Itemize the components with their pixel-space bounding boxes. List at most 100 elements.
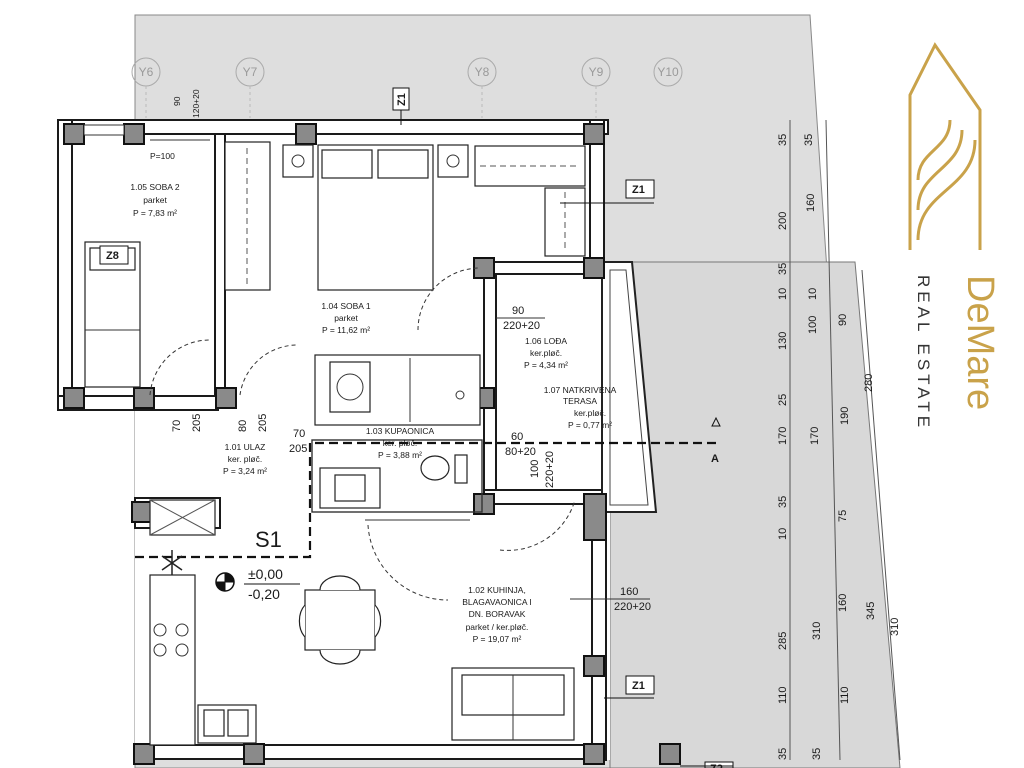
stair-tag-s1: S1 [255,527,282,552]
opening-1-height: 120+20 [191,89,201,118]
vent-icon [161,550,183,575]
room-102-floor: parket / ker.pløč. [466,622,529,632]
svg-text:90: 90 [837,314,849,326]
opening-3-height: 80+20 [505,446,536,458]
opening-2-height: 220+20 [503,320,540,332]
section-cut: A [135,416,721,559]
opening-3-width: 60 [511,431,523,443]
svg-text:35: 35 [777,748,789,760]
opening-4-width: 100 [529,460,541,478]
columns [63,123,681,765]
room-102-name: 1.02 KUHINJA, [468,585,526,595]
door-swings [149,267,576,601]
room-101-floor: ker. pløč. [228,454,262,464]
room-104-name: 1.04 SOBA 1 [321,301,370,311]
tags: Z1 Z1 Z8 Z1 Z2 S1 [99,87,734,768]
opening-4-height: 220+20 [544,451,556,488]
svg-text:160: 160 [805,194,817,212]
brand-subtitle: REAL ESTATE [914,275,933,431]
door-1-width: 70 [171,420,183,432]
wardrobes [224,141,586,291]
svg-text:200: 200 [777,212,789,230]
room-106-area: P = 4,34 m² [524,360,568,370]
opening-5-width: 160 [620,586,638,598]
door-2-height: 205 [257,414,269,432]
opening-labels: 90 120+20 P=100 90 220+20 60 80+20 100 2… [150,89,651,613]
svg-text:310: 310 [889,618,901,636]
opening-1-width: 90 [172,96,182,106]
kitchen-counter [149,499,257,746]
door-2-width: 80 [237,420,249,432]
double-bed [282,144,469,291]
svg-text:10: 10 [777,288,789,300]
brand-logo: DeMare REAL ESTATE [908,42,1001,431]
svg-text:100: 100 [807,316,819,334]
room-labels: 1.05 SOBA 2 parket P = 7,83 m² 1.04 SOBA… [130,182,616,644]
room-105-floor: parket [143,195,167,205]
svg-text:130: 130 [777,332,789,350]
svg-text:35: 35 [811,748,823,760]
axis-y8: Y8 [475,65,490,79]
room-104-floor: parket [334,313,358,323]
dimension-chain-2: 35 160 10 100 90 170 190 75 160 310 110 … [803,119,851,761]
level-bottom: -0,20 [248,586,280,602]
bathroom-fixtures [311,354,483,513]
room-105-area: P = 7,83 m² [133,208,177,218]
axis-y10: Y10 [657,65,679,79]
svg-text:310: 310 [811,622,823,640]
room-107-name: 1.07 NATKRIVENA [544,385,617,395]
room-106-floor: ker.pløč. [530,348,562,358]
svg-text:190: 190 [839,407,851,425]
sill-height: P=100 [150,151,175,161]
svg-text:10: 10 [807,288,819,300]
door-3-width: 70 [293,428,305,440]
svg-text:110: 110 [777,686,789,704]
room-107-area: P = 0,77 m² [568,420,612,430]
svg-text:35: 35 [803,134,815,146]
room-103-area: P = 3,88 m² [378,450,422,460]
svg-text:285: 285 [777,632,789,650]
room-102-name-3: DN. BORAVAK [469,609,526,619]
opening-2-width: 90 [512,305,524,317]
room-102-name-2: BLAGAVAONICA I [462,597,532,607]
level-top: ±0,00 [248,566,283,582]
opening-5-height: 220+20 [614,601,651,613]
room-107-name-2: TERASA [563,396,597,406]
brand-name: DeMare [959,275,1001,410]
axis-y6: Y6 [139,65,154,79]
axis-y7: Y7 [243,65,258,79]
svg-text:10: 10 [777,528,789,540]
room-103-floor: ker. pløč. [383,438,417,448]
room-103-name: 1.03 KUPAONICA [366,426,435,436]
room-101-area: P = 3,24 m² [223,466,267,476]
room-104-area: P = 11,62 m² [322,325,370,335]
axis-y9: Y9 [589,65,604,79]
svg-text:75: 75 [837,510,849,522]
room-107-floor: ker.pløč. [574,408,606,418]
level-marker: ±0,00 -0,20 [215,566,300,602]
window-room-2 [83,124,125,136]
svg-text:280: 280 [863,374,875,392]
tag-z1-right-bottom: Z1 [632,680,645,692]
svg-text:170: 170 [809,427,821,445]
room-105-name: 1.05 SOBA 2 [130,182,179,192]
dimension-chain-3: 280 345 310 [861,269,901,761]
room-101-name: 1.01 ULAZ [225,442,266,452]
svg-text:345: 345 [865,602,877,620]
svg-text:110: 110 [839,686,851,704]
svg-text:160: 160 [837,594,849,612]
dimension-chain-1: 35 200 35 10 130 25 170 35 10 285 110 35 [777,120,791,760]
svg-text:35: 35 [777,263,789,275]
svg-text:170: 170 [777,427,789,445]
sofa [451,667,575,741]
dining-table [298,575,382,665]
grid-axes: Y6 Y7 Y8 Y9 Y10 [131,57,683,118]
tag-z1-top: Z1 [396,93,408,106]
tag-z8: Z8 [106,250,119,262]
section-marker: A [711,453,719,465]
svg-text:25: 25 [777,394,789,406]
tag-z1-right-top: Z1 [632,184,645,196]
room-102-area: P = 19,07 m² [473,634,522,644]
svg-text:35: 35 [777,134,789,146]
